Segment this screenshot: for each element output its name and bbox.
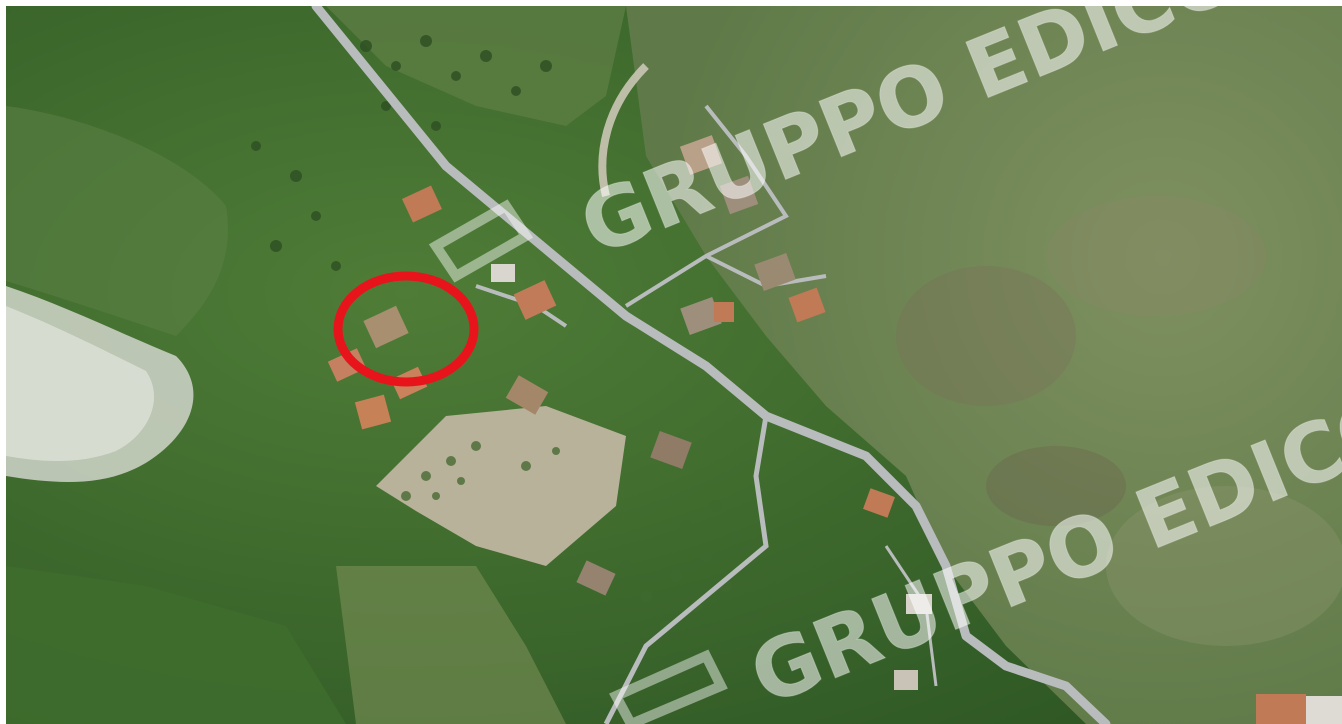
building (680, 297, 722, 335)
grassland-patch (986, 446, 1126, 526)
side-road (603, 415, 769, 724)
building (894, 670, 918, 690)
building (719, 175, 759, 215)
orchard-trees (401, 441, 560, 501)
south-field (336, 566, 566, 724)
north-field (326, 6, 626, 126)
east-grassland (626, 6, 1342, 724)
building (402, 185, 442, 223)
scattered-trees (251, 35, 552, 271)
building (576, 560, 616, 596)
bare-clearing (376, 406, 626, 566)
building (505, 375, 549, 415)
building (788, 287, 826, 323)
building (714, 302, 734, 322)
building (354, 394, 392, 430)
main-road (311, 6, 1111, 724)
building (906, 594, 932, 614)
bare-rock-west-shade (6, 306, 155, 461)
building (1256, 694, 1306, 724)
grassland-patch (1046, 196, 1266, 316)
building (754, 253, 796, 291)
grassland-patch (896, 266, 1076, 406)
buildings (327, 135, 1342, 724)
watermark-logo-frame (609, 649, 728, 724)
building (650, 431, 692, 469)
west-field (6, 106, 228, 336)
building (491, 264, 515, 282)
side-road (624, 104, 789, 308)
dirt-track-north (598, 63, 649, 197)
building (363, 305, 409, 349)
building (1306, 696, 1342, 724)
location-marker-circle[interactable] (333, 271, 479, 387)
grassland-patch (1106, 486, 1342, 646)
aerial-map-view[interactable]: GRUPPO EDICOM GRUPPO EDICOM (6, 6, 1342, 724)
southwest-field (6, 566, 346, 724)
building (863, 488, 895, 518)
building (327, 348, 367, 382)
building (513, 280, 557, 320)
building (679, 135, 723, 175)
watermark-logo-frame (428, 199, 534, 283)
satellite-image: GRUPPO EDICOM GRUPPO EDICOM (6, 6, 1342, 724)
